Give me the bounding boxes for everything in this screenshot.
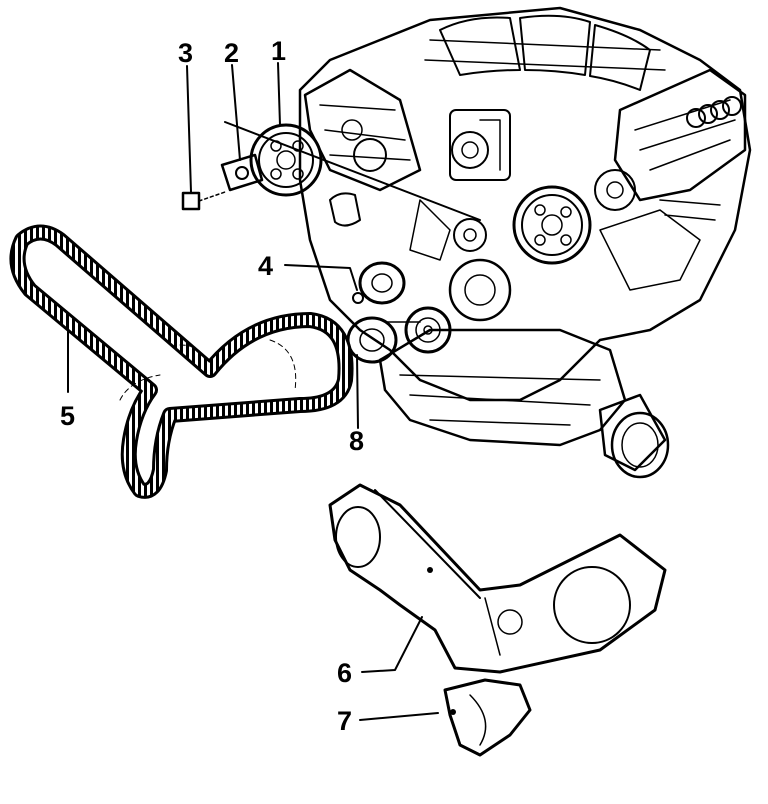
washer-plate [220,153,264,192]
brand-logo [686,96,742,128]
callout-2: 2 [224,38,239,68]
timing-cover-lower [443,678,532,757]
bolt [181,191,226,211]
timing-belt [9,224,354,499]
timing-cover-upper [328,483,667,674]
leader-lines [67,62,439,721]
callout-1: 1 [271,36,286,66]
callout-6: 6 [337,658,352,688]
engine-block [298,6,752,479]
callout-7: 7 [337,706,352,736]
callout-labels: 1 2 3 4 5 6 7 8 [60,36,364,736]
callout-5: 5 [60,401,75,431]
camshaft-sprocket [224,121,481,221]
callout-3: 3 [178,38,193,68]
callout-4: 4 [258,251,273,281]
idler-pulley [352,261,406,305]
callout-8: 8 [349,426,364,456]
